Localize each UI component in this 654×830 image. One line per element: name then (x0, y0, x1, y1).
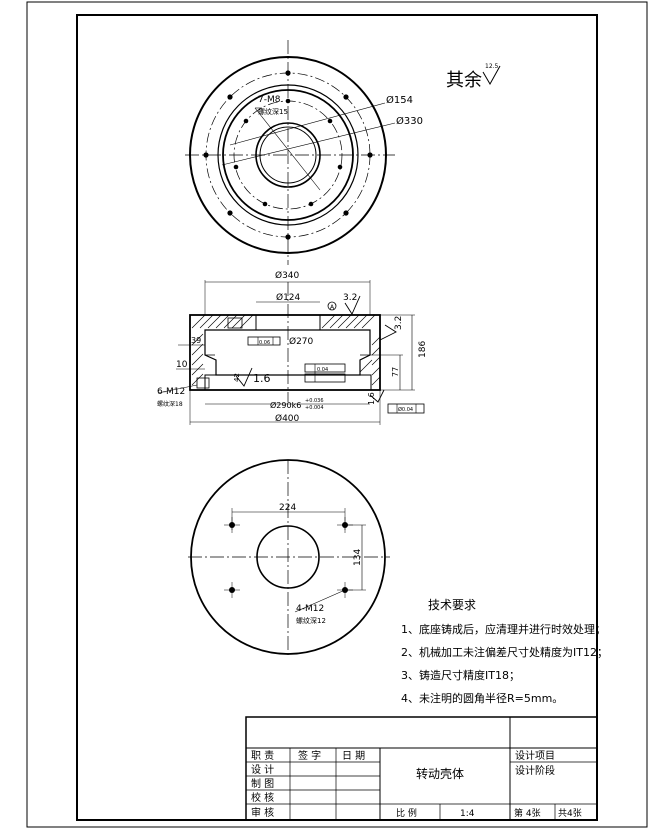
tb-col-role: 职 责 (251, 749, 274, 762)
fit-upper: +0.036 (305, 398, 324, 404)
roughness-symbol-icon (482, 65, 501, 86)
technical-notes: 技术要求 1、底座铸成后，应清理并进行时效处理； 2、机械加工未注偏差尺寸处精度… (401, 598, 608, 705)
tb-part-name: 转动壳体 (416, 766, 464, 781)
roughness-note: 其余 12.5 (446, 63, 501, 91)
dim-dia-290: Ø290k6 (270, 400, 301, 410)
top-dia-outer: Ø330 (396, 115, 423, 127)
tol-value-3: Ø0.04 (398, 406, 413, 413)
section-hole-spec: 6-M12 (157, 387, 185, 397)
bottom-hole-depth: 螺纹深12 (296, 616, 326, 625)
tb-sheet-info: 第 4张 (514, 807, 541, 819)
tb-row-approve: 审 核 (251, 806, 274, 819)
bottom-hole-pattern (229, 522, 348, 593)
roughness-label: 其余 (446, 70, 482, 91)
dim-224: 224 (279, 503, 296, 513)
tol-value-2: 0.04 (317, 367, 328, 373)
note-item-2: 2、机械加工未注偏差尺寸处精度为IT12； (401, 645, 608, 659)
tb-scale-value: 1:4 (460, 809, 475, 819)
dim-dia-340: Ø340 (275, 270, 300, 281)
roughness-bottom: 1.6 (367, 392, 376, 405)
tb-stage-label: 设计阶段 (515, 764, 555, 777)
top-view (185, 40, 396, 265)
outer-border (26, 1, 648, 828)
notes-title: 技术要求 (428, 598, 476, 612)
note-item-1: 1、底座铸成后，应清理并进行时效处理； (401, 622, 606, 636)
tol-value-1: 0.06 (259, 340, 270, 346)
dim-dia-124: Ø124 (276, 292, 301, 303)
top-hole-spec: 7-M8 (258, 95, 281, 105)
bottom-view (188, 459, 390, 655)
top-dia-inner: Ø154 (386, 94, 413, 106)
tb-project-label: 设计项目 (515, 749, 555, 762)
title-block (245, 716, 598, 821)
section-hole-depth: 螺纹深18 (157, 400, 183, 408)
fit-lower: +0.004 (305, 405, 324, 411)
dim-186: 186 (418, 341, 428, 358)
tb-col-date: 日 期 (342, 750, 365, 762)
bottom-hole-spec: 4-M12 (296, 604, 324, 614)
top-hole-depth: 螺纹深15 (258, 107, 288, 116)
dim-dia-400: Ø400 (275, 413, 300, 424)
inner-hole-pattern (233, 98, 343, 207)
section-view (157, 280, 425, 425)
dim-134: 134 (353, 549, 363, 566)
roughness-value: 12.5 (485, 63, 499, 70)
dim-42: 42 (233, 373, 241, 382)
roughness-mid: 1.6 (253, 372, 271, 385)
outer-hole-pattern (203, 70, 373, 240)
tb-total-info: 共4张 (558, 808, 582, 819)
dim-10: 10 (176, 360, 188, 370)
dim-dia-270: Ø270 (289, 336, 314, 347)
dim-77: 77 (391, 367, 400, 377)
note-item-3: 3、铸造尺寸精度IT18； (401, 668, 520, 682)
tb-col-sign: 签 字 (298, 749, 321, 762)
roughness-top: 3.2 (343, 293, 357, 303)
dim-39: 39 (191, 336, 201, 345)
datum-a-label: A (330, 304, 335, 311)
tb-row-draw: 制 图 (251, 777, 274, 790)
roughness-right: 3.2 (394, 316, 404, 330)
tb-row-design: 设 计 (251, 763, 274, 776)
tb-scale-label: 比 例 (396, 807, 417, 819)
tb-row-check: 校 核 (251, 791, 274, 804)
note-item-4: 4、未注明的圆角半径R=5mm。 (401, 691, 563, 705)
